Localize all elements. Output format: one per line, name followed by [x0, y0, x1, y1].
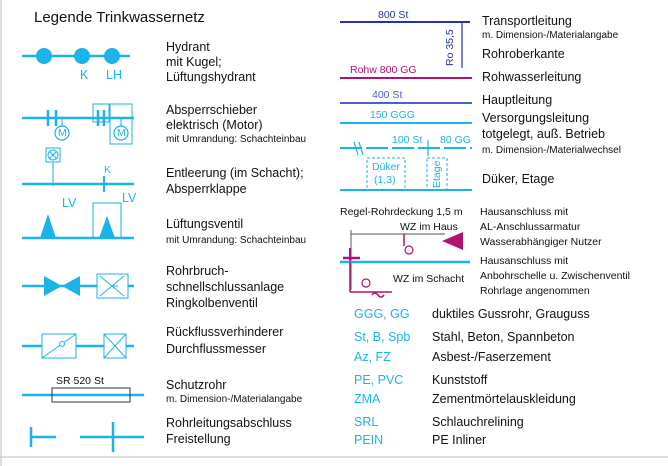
- schutzrohr-symbol: [22, 387, 144, 403]
- lv-label-2: LV: [122, 191, 137, 205]
- hydrant-text-1: Hydrant: [166, 40, 210, 54]
- motor-label-2: M: [117, 127, 126, 139]
- hydrant-text-3: Lüftungshydrant: [166, 70, 256, 84]
- material-abbr-0: GGG, GG: [354, 307, 410, 321]
- material-desc-3: Kunststoff: [432, 373, 488, 387]
- versorgung-text-1: Versorgungsleitung: [482, 111, 590, 125]
- rueckfluss-text-2: Durchflussmesser: [166, 342, 267, 356]
- wechsel-line: [340, 140, 472, 156]
- hydrant-label-lh: LH: [106, 68, 122, 82]
- abschluss-text-2: Freistellung: [166, 432, 231, 446]
- hausanschluss-header: Regel-Rohrdeckung 1,5 m: [340, 206, 463, 218]
- abschluss-symbol: [29, 422, 144, 452]
- rohrbruch-text-3: Ringkolbenventil: [166, 296, 258, 310]
- schieber-text-2: elektrisch (Motor): [166, 118, 263, 132]
- material-desc-5: Schlauchrelining: [432, 415, 524, 429]
- versorgung-text-2: totgelegt, auß. Betrieb: [482, 127, 605, 141]
- material-abbr-4: ZMA: [354, 392, 381, 406]
- rohrbruch-text-1: Rohrbruch-: [166, 264, 229, 278]
- hausanschluss-bottom-1: Hausanschluss mit: [480, 255, 569, 267]
- rohwasser-text: Rohwasserleitung: [482, 70, 582, 84]
- material-abbr-1: St, B, Spb: [354, 330, 411, 344]
- schutzrohr-label: SR 520 St: [56, 375, 104, 387]
- material-abbr-2: Az, FZ: [354, 350, 391, 364]
- schieber-text-1: Absperrschieber: [166, 103, 258, 117]
- material-desc-1: Stahl, Beton, Spannbeton: [432, 330, 575, 344]
- material-desc-0: duktiles Gussrohr, Grauguss: [432, 307, 590, 321]
- entleerung-text-1: Entleerung (im Schacht);: [166, 166, 304, 180]
- transport-text-1: Transportleitung: [482, 14, 572, 28]
- motor-label-1: M: [58, 127, 67, 139]
- wechsel-text: m. Dimension-/Materialwechsel: [482, 145, 621, 156]
- hausanschluss-bottom-3: Rohrlage angenommen: [480, 285, 590, 297]
- dueker-symbol: [340, 157, 472, 191]
- hydrant-text-2: mit Kugel;: [166, 55, 222, 69]
- schutzrohr-text-1: Schutzrohr: [166, 378, 227, 392]
- rueckfluss-symbol: [22, 333, 134, 359]
- hausanschluss-top-2: AL-Anschlussarmatur: [480, 221, 581, 233]
- wechsel-label-1: 100 St: [392, 134, 423, 146]
- wz-schacht-label: WZ im Schacht: [393, 273, 465, 285]
- hausanschluss-bottom-2: Anbohrschelle u. Zwischenventil: [480, 270, 630, 282]
- lueftung-text-1: Lüftungsventil: [166, 217, 244, 231]
- rohroberkante-line-label: Ro 35,5: [444, 29, 456, 66]
- wz-haus-label: WZ im Haus: [400, 221, 458, 233]
- schutzrohr-text-2: m. Dimension-/Materialangabe: [166, 394, 303, 405]
- legend-title: Legende Trinkwassernetz: [34, 9, 205, 26]
- rueckfluss-text-1: Rückflussverhinderer: [166, 325, 284, 339]
- haupt-text: Hauptleitung: [482, 93, 553, 107]
- entleerung-text-2: Absperrklappe: [166, 182, 247, 196]
- transport-text-2: m. Dimension-/Materialangabe: [482, 30, 619, 41]
- rohwasser-line-label: Rohw 800 GG: [350, 64, 417, 76]
- material-desc-2: Asbest-/Faserzement: [432, 350, 551, 364]
- dueker-label-1: Düker: [372, 161, 401, 173]
- lv-label-1: LV: [62, 196, 77, 210]
- klappe-label-k: K: [104, 164, 112, 176]
- lueftungsventil-symbol: [22, 202, 134, 240]
- versorgung-line-label: 150 GGG: [370, 109, 415, 121]
- abschluss-text-1: Rohrleitungsabschluss: [166, 416, 292, 430]
- material-abbr-3: PE, PVC: [354, 373, 404, 387]
- hydrant-symbol: [22, 48, 130, 64]
- material-desc-6: PE Inliner: [432, 433, 487, 447]
- transport-line-label: 800 St: [378, 9, 409, 21]
- haupt-line-label: 400 St: [372, 89, 403, 101]
- material-abbr-5: SRL: [354, 415, 379, 429]
- hydrant-label-k: K: [80, 68, 89, 82]
- wechsel-label-2: 80 GG: [440, 134, 471, 146]
- rohroberkante-text: Rohroberkante: [482, 47, 565, 61]
- dueker-label-2: (1,3): [374, 174, 396, 186]
- etage-label: Etage: [431, 160, 443, 188]
- rohrbruch-symbol: [22, 273, 134, 299]
- rohrbruch-text-2: schnellschlussanlage: [166, 280, 285, 294]
- hausanschluss-diagram: [340, 230, 470, 298]
- schieber-text-3: mit Umrandung: Schachteinbau: [166, 134, 307, 145]
- entleerung-symbol: [22, 147, 134, 192]
- dueker-text: Düker, Etage: [482, 172, 555, 186]
- absperrschieber-symbol: [22, 103, 134, 145]
- material-abbr-6: PEIN: [354, 433, 384, 447]
- hausanschluss-top-3: Wasserabhängiger Nutzer: [480, 236, 602, 248]
- lueftung-text-2: mit Umrandung: Schachteinbau: [166, 235, 307, 246]
- material-desc-4: Zementmörtelauskleidung: [432, 392, 576, 406]
- hausanschluss-top-1: Hausanschluss mit: [480, 206, 569, 218]
